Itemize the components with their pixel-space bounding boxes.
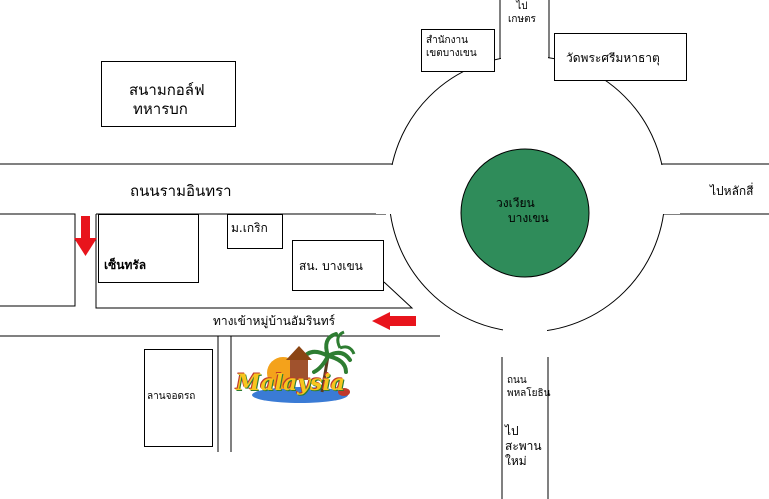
to-kaset-line2: เกษตร bbox=[508, 13, 536, 25]
roundabout-line1: วงเวียน bbox=[496, 196, 535, 210]
parking-box bbox=[144, 349, 213, 447]
roundabout-label: วงเวียน บางเขน bbox=[496, 196, 549, 226]
main-road-label: ถนนรามอินทรา bbox=[130, 182, 232, 200]
malaysia-logo-text: Malaysia bbox=[236, 370, 346, 396]
to-bridge-line3: ใหม่ bbox=[505, 454, 527, 468]
village-entrance-label: ทางเข้าหมู่บ้านอัมรินทร์ bbox=[213, 314, 336, 328]
phahon-line2: พหลโยธิน bbox=[507, 387, 551, 399]
to-bridge-line2: สะพาน bbox=[505, 439, 542, 453]
opening-east bbox=[650, 165, 680, 214]
police-box bbox=[292, 240, 384, 291]
to-kaset-line1: ไป bbox=[516, 1, 528, 12]
roundabout-line2: บางเขน bbox=[508, 211, 549, 225]
police-label: สน. บางเขน bbox=[299, 259, 363, 273]
red-down-arrow-icon bbox=[74, 216, 97, 256]
to-kaset-label: ไป เกษตร bbox=[508, 1, 536, 26]
phahon-label: ถนน พหลโยธิน bbox=[507, 375, 550, 400]
opening-south bbox=[503, 300, 547, 360]
kasem-box bbox=[227, 214, 283, 249]
golf-label: สนามกอล์ฟ ทหารบก bbox=[129, 81, 205, 119]
opening-north bbox=[501, 40, 548, 100]
district-office-box bbox=[421, 29, 495, 72]
temple-box bbox=[554, 33, 687, 81]
to-bridge-line1: ไป bbox=[505, 424, 519, 438]
road-openings bbox=[376, 40, 680, 360]
district-office-line2: เขตบางเขน bbox=[426, 47, 477, 59]
golf-label-line2: ทหารบก bbox=[133, 99, 188, 118]
parking-label: ลานจอดรถ bbox=[147, 391, 196, 402]
to-laksi-label: ไปหลักสี่ bbox=[710, 184, 754, 198]
opening-west bbox=[376, 165, 406, 214]
district-office-line1: สำนักงาน bbox=[426, 35, 468, 46]
to-bridge-label: ไป สะพาน ใหม่ bbox=[505, 424, 542, 469]
central-label: เซ็นทรัล bbox=[104, 258, 147, 272]
golf-course-box bbox=[101, 61, 236, 127]
district-office-label: สำนักงาน เขตบางเขน bbox=[426, 35, 477, 60]
kasem-label: ม.เกริก bbox=[231, 221, 268, 235]
red-left-arrow-icon bbox=[372, 312, 416, 330]
palm-tree-icon bbox=[252, 330, 356, 403]
road-edge-bottom-left bbox=[0, 213, 76, 307]
golf-label-line1: สนามกอล์ฟ bbox=[129, 81, 205, 99]
phahon-line1: ถนน bbox=[507, 375, 527, 386]
lower-road-top bbox=[95, 214, 414, 309]
roundabout-center bbox=[460, 148, 590, 278]
central-box bbox=[98, 214, 199, 283]
temple-label: วัดพระศรีมหาธาตุ bbox=[566, 51, 660, 65]
